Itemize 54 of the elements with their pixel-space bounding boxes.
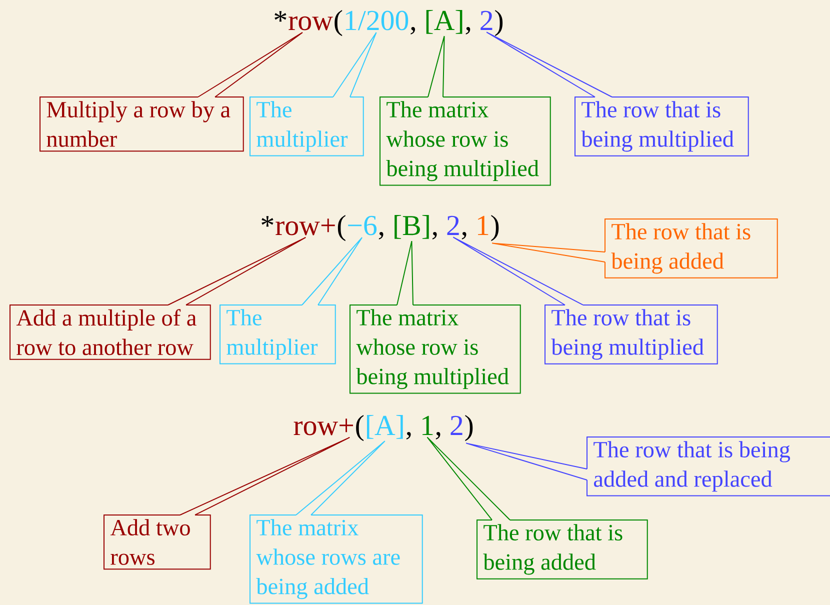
- callout-pointer: [428, 36, 445, 98]
- formula-symbol: *: [262, 216, 274, 227]
- formula-term: 2: [447, 216, 459, 235]
- formula-term: [A]: [367, 414, 403, 439]
- callout-pointer: [180, 436, 350, 516]
- callout-pointer: [492, 242, 606, 262]
- formula-symbol: ): [491, 214, 499, 242]
- callout-box: Add a multiple of a row to another row: [10, 304, 211, 360]
- formula-symbol: ,: [432, 232, 437, 240]
- formula-symbol: ,: [462, 232, 466, 240]
- callout-pointer: [332, 32, 377, 98]
- formula-term: −6: [348, 216, 377, 236]
- callout-box: The row that is being multiplied: [544, 304, 718, 364]
- callout-pointer: [426, 436, 510, 520]
- formula-term: 2: [450, 416, 462, 435]
- callout-pointer: [168, 236, 306, 306]
- formula-symbol: (: [356, 414, 364, 442]
- formula-term: 2: [480, 10, 492, 30]
- formula-term: row+: [276, 218, 335, 236]
- callout-box: Multiply a row by a number: [40, 96, 244, 152]
- callout-box: The matrix whose row is being multiplied: [350, 304, 521, 394]
- callout-box: The matrix whose rows are being added: [250, 514, 423, 604]
- formula-term: 1: [422, 416, 433, 435]
- callout-pointer: [198, 32, 304, 98]
- formula-symbol: ): [495, 10, 503, 36]
- formula-symbol: ,: [436, 432, 440, 440]
- callout-box: The row that is being added: [604, 218, 778, 278]
- formula-term: 1: [478, 216, 488, 235]
- formula-term: row+: [294, 418, 353, 436]
- callout-pointer: [466, 442, 588, 480]
- formula-term: row: [288, 16, 333, 30]
- formula-symbol: ,: [378, 232, 384, 240]
- formula-term: 1/200: [346, 10, 408, 30]
- callout-pointer: [302, 236, 363, 306]
- callout-pointer: [452, 236, 584, 306]
- formula-term: [B]: [394, 214, 429, 239]
- formula-term: [A]: [426, 10, 462, 34]
- formula-symbol: ,: [466, 27, 470, 34]
- formula-symbol: (: [334, 10, 342, 36]
- callout-box: The row that is being added and replaced: [586, 436, 830, 496]
- callout-pointer: [296, 440, 386, 516]
- callout-box: The row that is being added: [476, 520, 648, 580]
- formula-symbol: ,: [410, 27, 416, 34]
- callout-box: The multiplier: [250, 96, 364, 156]
- callout-pointer: [396, 240, 414, 306]
- formula-symbol: ,: [406, 432, 411, 440]
- callout-box: The row that is being multiplied: [574, 96, 749, 156]
- callout-box: The multiplier: [220, 304, 336, 364]
- formula-symbol: (: [338, 214, 346, 242]
- formula-symbol: ): [465, 414, 473, 442]
- callout-pointer: [486, 32, 612, 98]
- callout-box: Add two rows: [104, 514, 211, 570]
- formula-symbol: *: [274, 11, 286, 22]
- callout-box: The matrix whose row is being multiplied: [380, 96, 551, 186]
